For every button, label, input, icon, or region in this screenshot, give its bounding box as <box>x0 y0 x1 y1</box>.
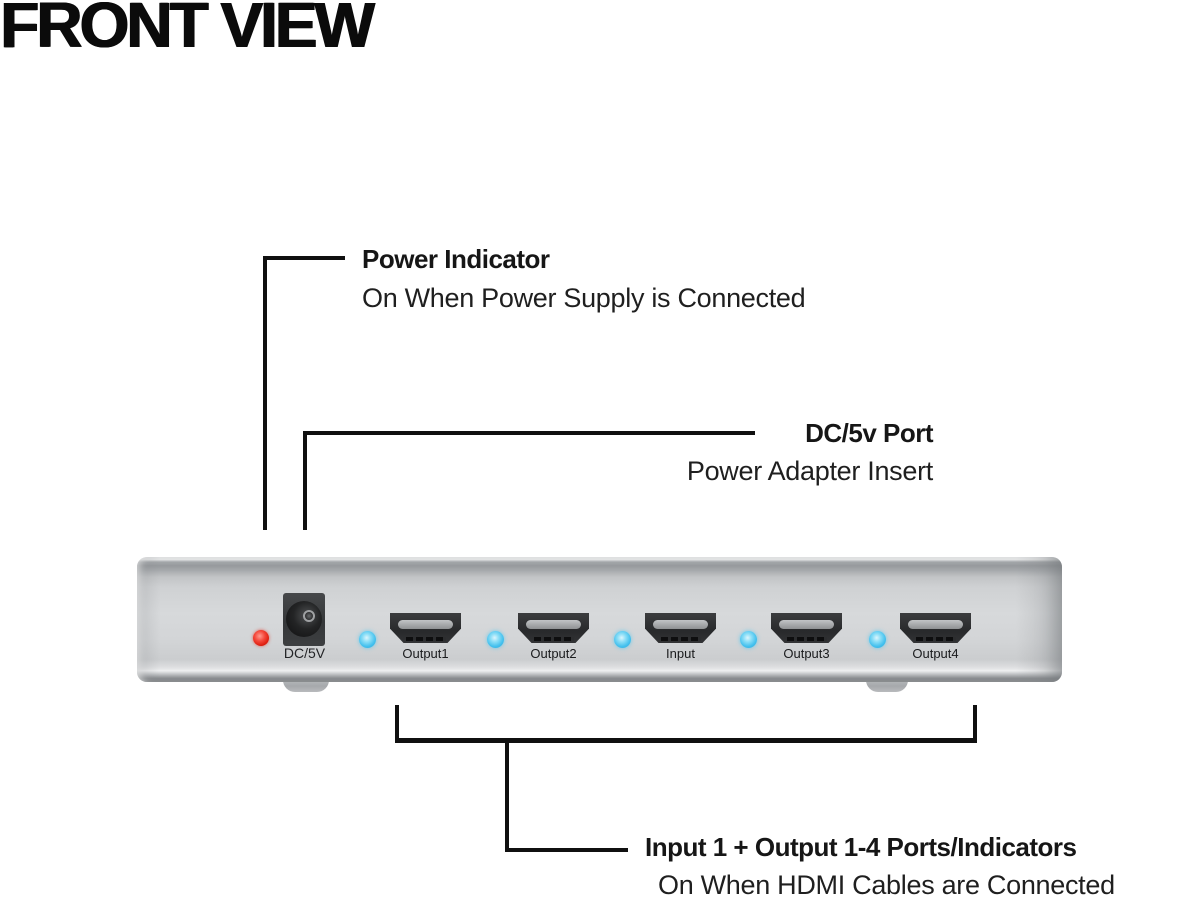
hdmi-pins-icon <box>916 637 956 641</box>
port-unit-input: Input <box>614 613 749 665</box>
hdmi-port-icon <box>771 613 842 643</box>
hdmi-pins-icon <box>534 637 574 641</box>
port-label: Input <box>666 646 695 661</box>
hdmi-slot-icon <box>398 620 453 629</box>
port-unit-output2: Output2 <box>487 613 622 665</box>
port-unit-output3: Output3 <box>740 613 875 665</box>
port-led-icon <box>614 631 631 648</box>
hdmi-pins-icon <box>406 637 446 641</box>
hdmi-splitter-device: DC/5V Output1 Output2 Input <box>137 557 1062 682</box>
port-unit-output4: Output4 <box>869 613 1004 665</box>
power-led-icon <box>253 630 269 646</box>
hdmi-slot-icon <box>779 620 834 629</box>
power-indicator-line-vertical <box>263 256 267 530</box>
hdmi-pins-icon <box>787 637 827 641</box>
hdmi-port-icon <box>900 613 971 643</box>
ports-callout-stem-vertical <box>505 738 509 852</box>
port-label: Output4 <box>912 646 959 661</box>
dc-port-callout-subtitle: Power Adapter Insert <box>686 456 933 486</box>
ports-callout-subtitle: On When HDMI Cables are Connected <box>658 870 1115 900</box>
dc-power-jack-icon <box>283 593 325 646</box>
dc-port-line-vertical <box>303 431 307 530</box>
dc-jack-pin-icon <box>303 610 315 622</box>
hdmi-slot-icon <box>653 620 708 629</box>
port-led-icon <box>869 631 886 648</box>
port-led-icon <box>359 631 376 648</box>
hdmi-port-icon <box>518 613 589 643</box>
ports-callout-title: Input 1 + Output 1-4 Ports/Indicators <box>645 832 1077 862</box>
port-led-icon <box>740 631 757 648</box>
dc-port-line-horizontal <box>303 431 755 435</box>
port-label: Output2 <box>530 646 577 661</box>
hdmi-slot-icon <box>526 620 581 629</box>
hdmi-port-icon <box>390 613 461 643</box>
page-title: FRONT VIEW <box>0 0 375 61</box>
ports-callout-stem-horizontal <box>505 848 628 852</box>
hdmi-slot-icon <box>908 620 963 629</box>
dc-jack-barrel-icon <box>286 601 322 637</box>
port-label: Output3 <box>783 646 830 661</box>
port-label: Output1 <box>402 646 449 661</box>
dc-port-callout-title: DC/5v Port <box>805 418 933 448</box>
hdmi-pins-icon <box>661 637 701 641</box>
hdmi-port-icon <box>645 613 716 643</box>
power-indicator-line-horizontal <box>263 256 345 260</box>
power-indicator-callout-title: Power Indicator <box>362 244 550 274</box>
port-led-icon <box>487 631 504 648</box>
ports-bracket-horizontal <box>395 738 977 743</box>
power-indicator-callout-subtitle: On When Power Supply is Connected <box>362 283 806 313</box>
ports-bracket-tick-right <box>973 705 977 743</box>
ports-bracket-tick-left <box>395 705 399 743</box>
port-unit-output1: Output1 <box>359 613 494 665</box>
dc-port-label: DC/5V <box>283 645 326 661</box>
